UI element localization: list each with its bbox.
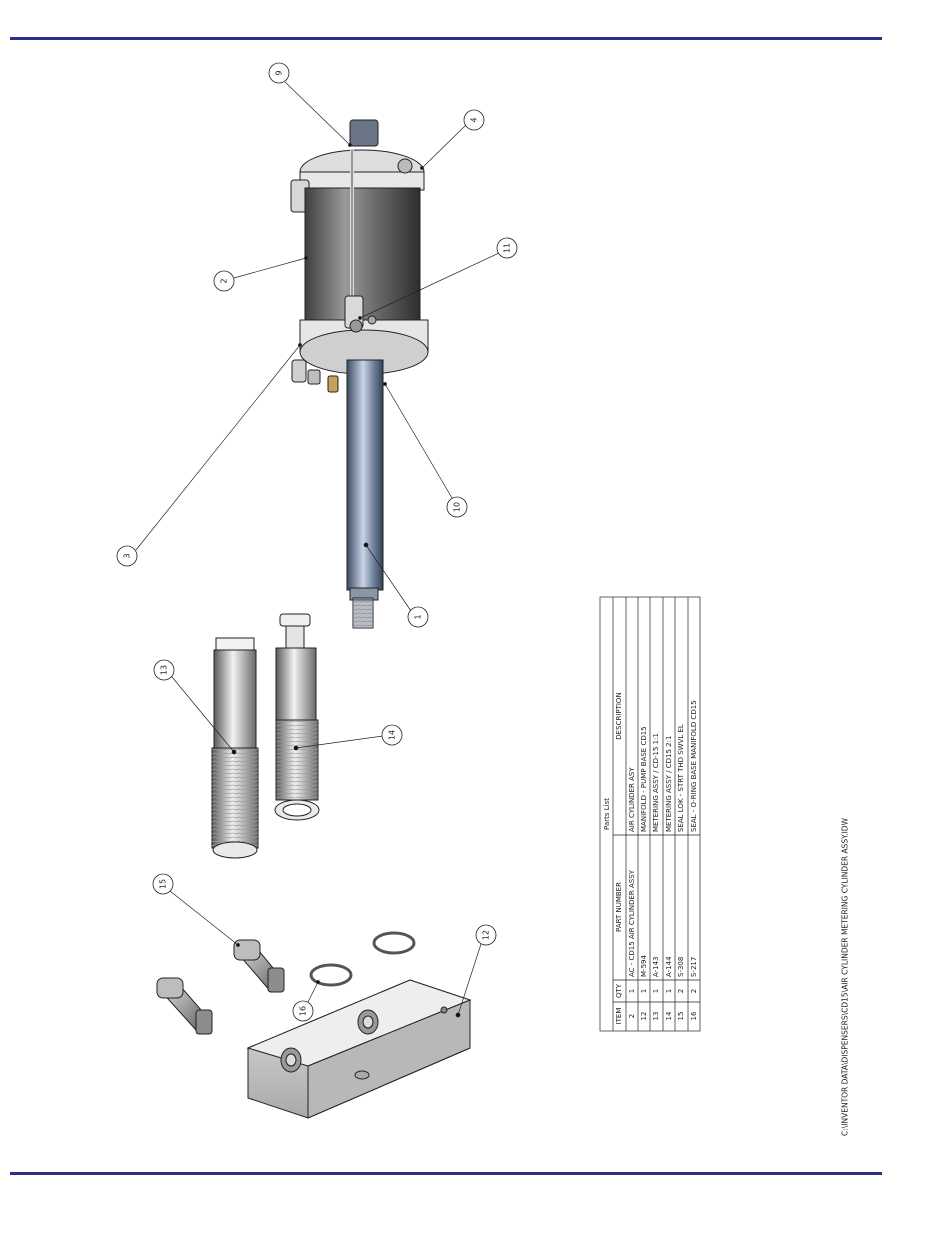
svg-text:9: 9	[275, 70, 284, 75]
balloon-2: 2	[213, 270, 235, 292]
balloon-13: 13	[153, 659, 175, 681]
svg-text:16: 16	[299, 1006, 308, 1016]
balloon-14: 14	[381, 724, 403, 746]
svg-text:S-217: S-217	[690, 957, 698, 977]
parts-list-title: Parts List	[603, 798, 611, 830]
svg-text:1: 1	[652, 989, 660, 993]
svg-text:SEAL - O-RING BASE MANIFOLD CD: SEAL - O-RING BASE MANIFOLD CD15	[690, 700, 698, 832]
svg-text:12: 12	[640, 1012, 648, 1021]
svg-text:2: 2	[220, 278, 229, 283]
metering-assy-13	[211, 637, 259, 859]
svg-text:13: 13	[652, 1012, 660, 1021]
svg-text:M-594: M-594	[640, 955, 648, 977]
header-part-number: PART NUMBER	[615, 882, 623, 932]
svg-text:2: 2	[628, 1014, 636, 1018]
svg-text:1: 1	[628, 989, 636, 993]
table-row: 15 2 S-308 SEAL LOK - STRT THD SWVL EL	[677, 724, 685, 1020]
table-row: 2 1 AC - CD15 AIR CYLINDER ASSY AIR CYLI…	[628, 767, 636, 1019]
table-row: 13 1 A-143 METERING ASSY / CD-15 1:1	[652, 733, 660, 1020]
balloon-12: 12	[475, 924, 497, 946]
svg-text:11: 11	[503, 243, 512, 253]
bottom-rule	[10, 1172, 882, 1175]
header-item: ITEM	[615, 1008, 623, 1025]
table-row: 16 2 S-217 SEAL - O-RING BASE MANIFOLD C…	[690, 700, 698, 1020]
metering-assy-14	[274, 613, 320, 821]
o-rings-16	[309, 931, 416, 987]
svg-text:15: 15	[159, 879, 168, 889]
balloon-9: 9	[268, 62, 290, 84]
header-qty: QTY	[615, 983, 623, 998]
svg-text:A-144: A-144	[665, 956, 673, 977]
balloon-15: 15	[152, 873, 174, 895]
table-row: 14 1 A-144 METERING ASSY / CD15 2:1	[665, 736, 673, 1021]
air-cylinder-assembly	[290, 119, 429, 629]
parts-list-table	[599, 596, 701, 1032]
svg-text:13: 13	[160, 665, 169, 675]
svg-text:2: 2	[677, 989, 685, 993]
balloon-11: 11	[496, 237, 518, 259]
svg-text:1: 1	[414, 614, 423, 619]
leader-lines	[135, 81, 500, 1018]
svg-text:1: 1	[665, 989, 673, 993]
svg-text:SEAL LOK - STRT THD SWVL EL: SEAL LOK - STRT THD SWVL EL	[677, 724, 685, 832]
svg-text:AC - CD15 AIR CYLINDER ASSY: AC - CD15 AIR CYLINDER ASSY	[628, 869, 636, 977]
svg-text:4: 4	[470, 117, 479, 122]
svg-text:S-308: S-308	[677, 957, 685, 977]
table-row: 12 1 M-594 MANIFOLD - PUMP BASE CD15	[640, 726, 648, 1020]
balloon-3: 3	[116, 545, 138, 567]
piston-rod	[346, 359, 384, 591]
svg-text:12: 12	[482, 930, 491, 940]
balloon-4: 4	[463, 109, 485, 131]
header-description: DESCRIPTION	[615, 692, 623, 739]
svg-text:16: 16	[690, 1011, 698, 1020]
elbow-fitting-15	[156, 939, 285, 1035]
svg-text:MANIFOLD - PUMP BASE CD15: MANIFOLD - PUMP BASE CD15	[640, 726, 648, 832]
svg-text:A-143: A-143	[652, 956, 660, 977]
top-rule	[10, 37, 882, 40]
svg-text:15: 15	[677, 1012, 685, 1021]
svg-text:AIR CYLINDER ASY: AIR CYLINDER ASY	[628, 767, 636, 832]
svg-text:1: 1	[640, 989, 648, 993]
svg-text:METERING ASSY / CD-15 1:1: METERING ASSY / CD-15 1:1	[652, 733, 660, 832]
balloon-1: 1	[407, 606, 429, 628]
svg-text:10: 10	[453, 502, 462, 512]
svg-text:14: 14	[388, 730, 397, 740]
manifold-block-12	[246, 979, 472, 1119]
svg-text:METERING ASSY / CD15 2:1: METERING ASSY / CD15 2:1	[665, 736, 673, 832]
file-path: C:\INVENTOR DATA\DISPENSERS\CD15\AIR CYL…	[841, 817, 850, 1136]
svg-text:3: 3	[123, 553, 132, 558]
top-fitting	[349, 119, 379, 147]
balloon-10: 10	[446, 496, 468, 518]
balloon-16: 16	[292, 1000, 314, 1022]
svg-text:14: 14	[665, 1011, 673, 1020]
svg-text:2: 2	[690, 989, 698, 993]
